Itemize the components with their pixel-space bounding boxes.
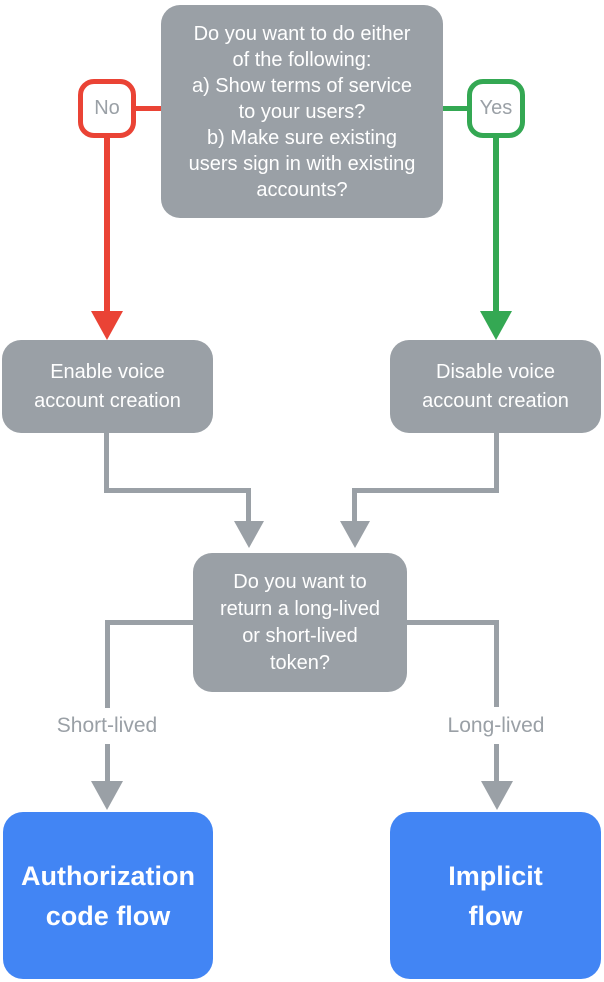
arrowhead-yes-branch-icon bbox=[480, 311, 512, 340]
arrowhead-no-branch-icon bbox=[91, 311, 123, 340]
connector-no-vertical bbox=[104, 138, 110, 312]
enable-voice-account-node: Enable voice account creation bbox=[2, 340, 213, 433]
connector-yes-horizontal bbox=[443, 106, 467, 111]
decision-node-token-question: Do you want to return a long-lived or sh… bbox=[193, 553, 407, 692]
short-lived-branch-label: Short-lived bbox=[22, 708, 192, 744]
connector-shortlived-vertical bbox=[105, 620, 110, 782]
connector-enable-horizontal bbox=[104, 488, 251, 493]
connector-enable-down bbox=[104, 433, 109, 493]
connector-shortlived-horizontal bbox=[105, 620, 193, 625]
arrowhead-disable-to-question-icon bbox=[340, 521, 370, 548]
arrowhead-longlived-icon bbox=[481, 781, 513, 810]
connector-disable-horizontal bbox=[352, 488, 499, 493]
implicit-flow-node: Implicit flow bbox=[390, 812, 601, 979]
long-lived-branch-label: Long-lived bbox=[411, 707, 581, 744]
authorization-code-flow-node: Authorization code flow bbox=[3, 812, 213, 979]
arrowhead-shortlived-icon bbox=[91, 781, 123, 810]
no-badge: No bbox=[78, 79, 136, 138]
connector-longlived-horizontal bbox=[407, 620, 499, 625]
decision-node-terms-question: Do you want to do either of the followin… bbox=[161, 5, 443, 218]
connector-no-horizontal bbox=[136, 106, 161, 111]
yes-badge: Yes bbox=[467, 79, 525, 138]
connector-disable-down bbox=[494, 433, 499, 493]
connector-disable-into-question bbox=[352, 488, 357, 522]
arrowhead-enable-to-question-icon bbox=[234, 521, 264, 548]
connector-yes-vertical bbox=[493, 138, 499, 312]
connector-longlived-vertical bbox=[494, 620, 499, 782]
connector-enable-into-question bbox=[246, 488, 251, 522]
disable-voice-account-node: Disable voice account creation bbox=[390, 340, 601, 433]
